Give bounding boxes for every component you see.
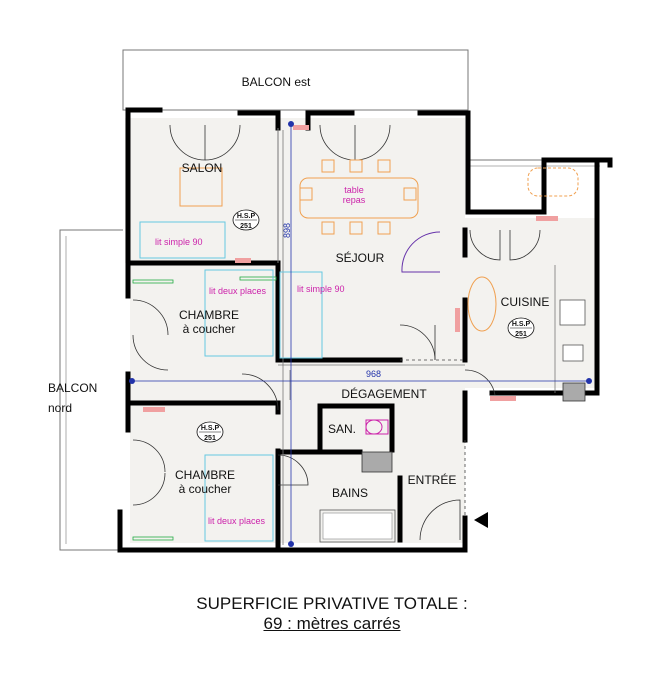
footer-area: 69 : mètres carrés [0, 614, 664, 634]
floor-plan: BALCON est BALCON nord [48, 49, 613, 553]
balcon-nord-label-1: BALCON [48, 381, 97, 395]
hsp-label: H.S.P [237, 213, 256, 220]
balcon-nord-label-2: nord [48, 401, 72, 415]
dimension-lines: 898 968 [129, 121, 592, 547]
bains-label: BAINS [332, 486, 368, 500]
chambre1-label-1: CHAMBRE [179, 308, 239, 322]
balcony-north: BALCON nord [48, 229, 123, 551]
san-label: SAN. [328, 422, 356, 436]
chambre1-label-2: à coucher [183, 322, 236, 336]
door-swings [132, 124, 541, 541]
beds: lit simple 90 lit deux places lit simple… [139, 221, 345, 542]
windows [143, 125, 558, 412]
balcony-east: BALCON est [122, 49, 469, 111]
hsp-label: H.S.P [201, 425, 220, 432]
hsp-marker-cuisine: H.S.P 251 [507, 317, 535, 339]
degagement-label: DÉGAGEMENT [341, 386, 427, 401]
hsp-marker-chambre: H.S.P 251 [196, 421, 224, 443]
entree-label: ENTRÉE [408, 472, 457, 487]
room-labels: SALON SÉJOUR CUISINE CHAMBRE à coucher C… [175, 161, 549, 500]
dining-table: table repas [299, 159, 419, 235]
hsp-value: 251 [240, 223, 252, 230]
footer-title: SUPERFICIE PRIVATIVE TOTALE : [196, 594, 468, 613]
table-label-1: table [344, 185, 364, 195]
entrance-arrow-icon [474, 512, 488, 528]
cuisine-label: CUISINE [501, 295, 550, 309]
sejour-label: SÉJOUR [336, 250, 385, 265]
chambre2-label-1: CHAMBRE [175, 468, 235, 482]
hsp-value: 251 [515, 331, 527, 338]
lit-simple-sejour-label: lit simple 90 [297, 284, 345, 294]
salon-label: SALON [182, 161, 223, 175]
lit-deux-places-1-label: lit deux places [209, 286, 267, 296]
footer-area-unit: : mètres carrés [282, 614, 401, 633]
dimension-horizontal: 968 [366, 369, 381, 379]
hsp-marker-salon: H.S.P 251 [232, 209, 260, 231]
chambre2-label-2: à coucher [179, 482, 232, 496]
toilet [365, 419, 389, 435]
hsp-label: H.S.P [512, 321, 531, 328]
hsp-value: 251 [204, 435, 216, 442]
lit-simple-salon-label: lit simple 90 [155, 237, 203, 247]
balcon-est-label: BALCON est [242, 75, 311, 89]
lit-deux-places-2-label: lit deux places [208, 516, 266, 526]
table-label-2: repas [343, 195, 366, 205]
footer-area-number: 69 [263, 614, 283, 633]
partitions [132, 128, 586, 545]
furniture-misc [179, 167, 579, 332]
dimension-vertical: 898 [282, 223, 292, 238]
